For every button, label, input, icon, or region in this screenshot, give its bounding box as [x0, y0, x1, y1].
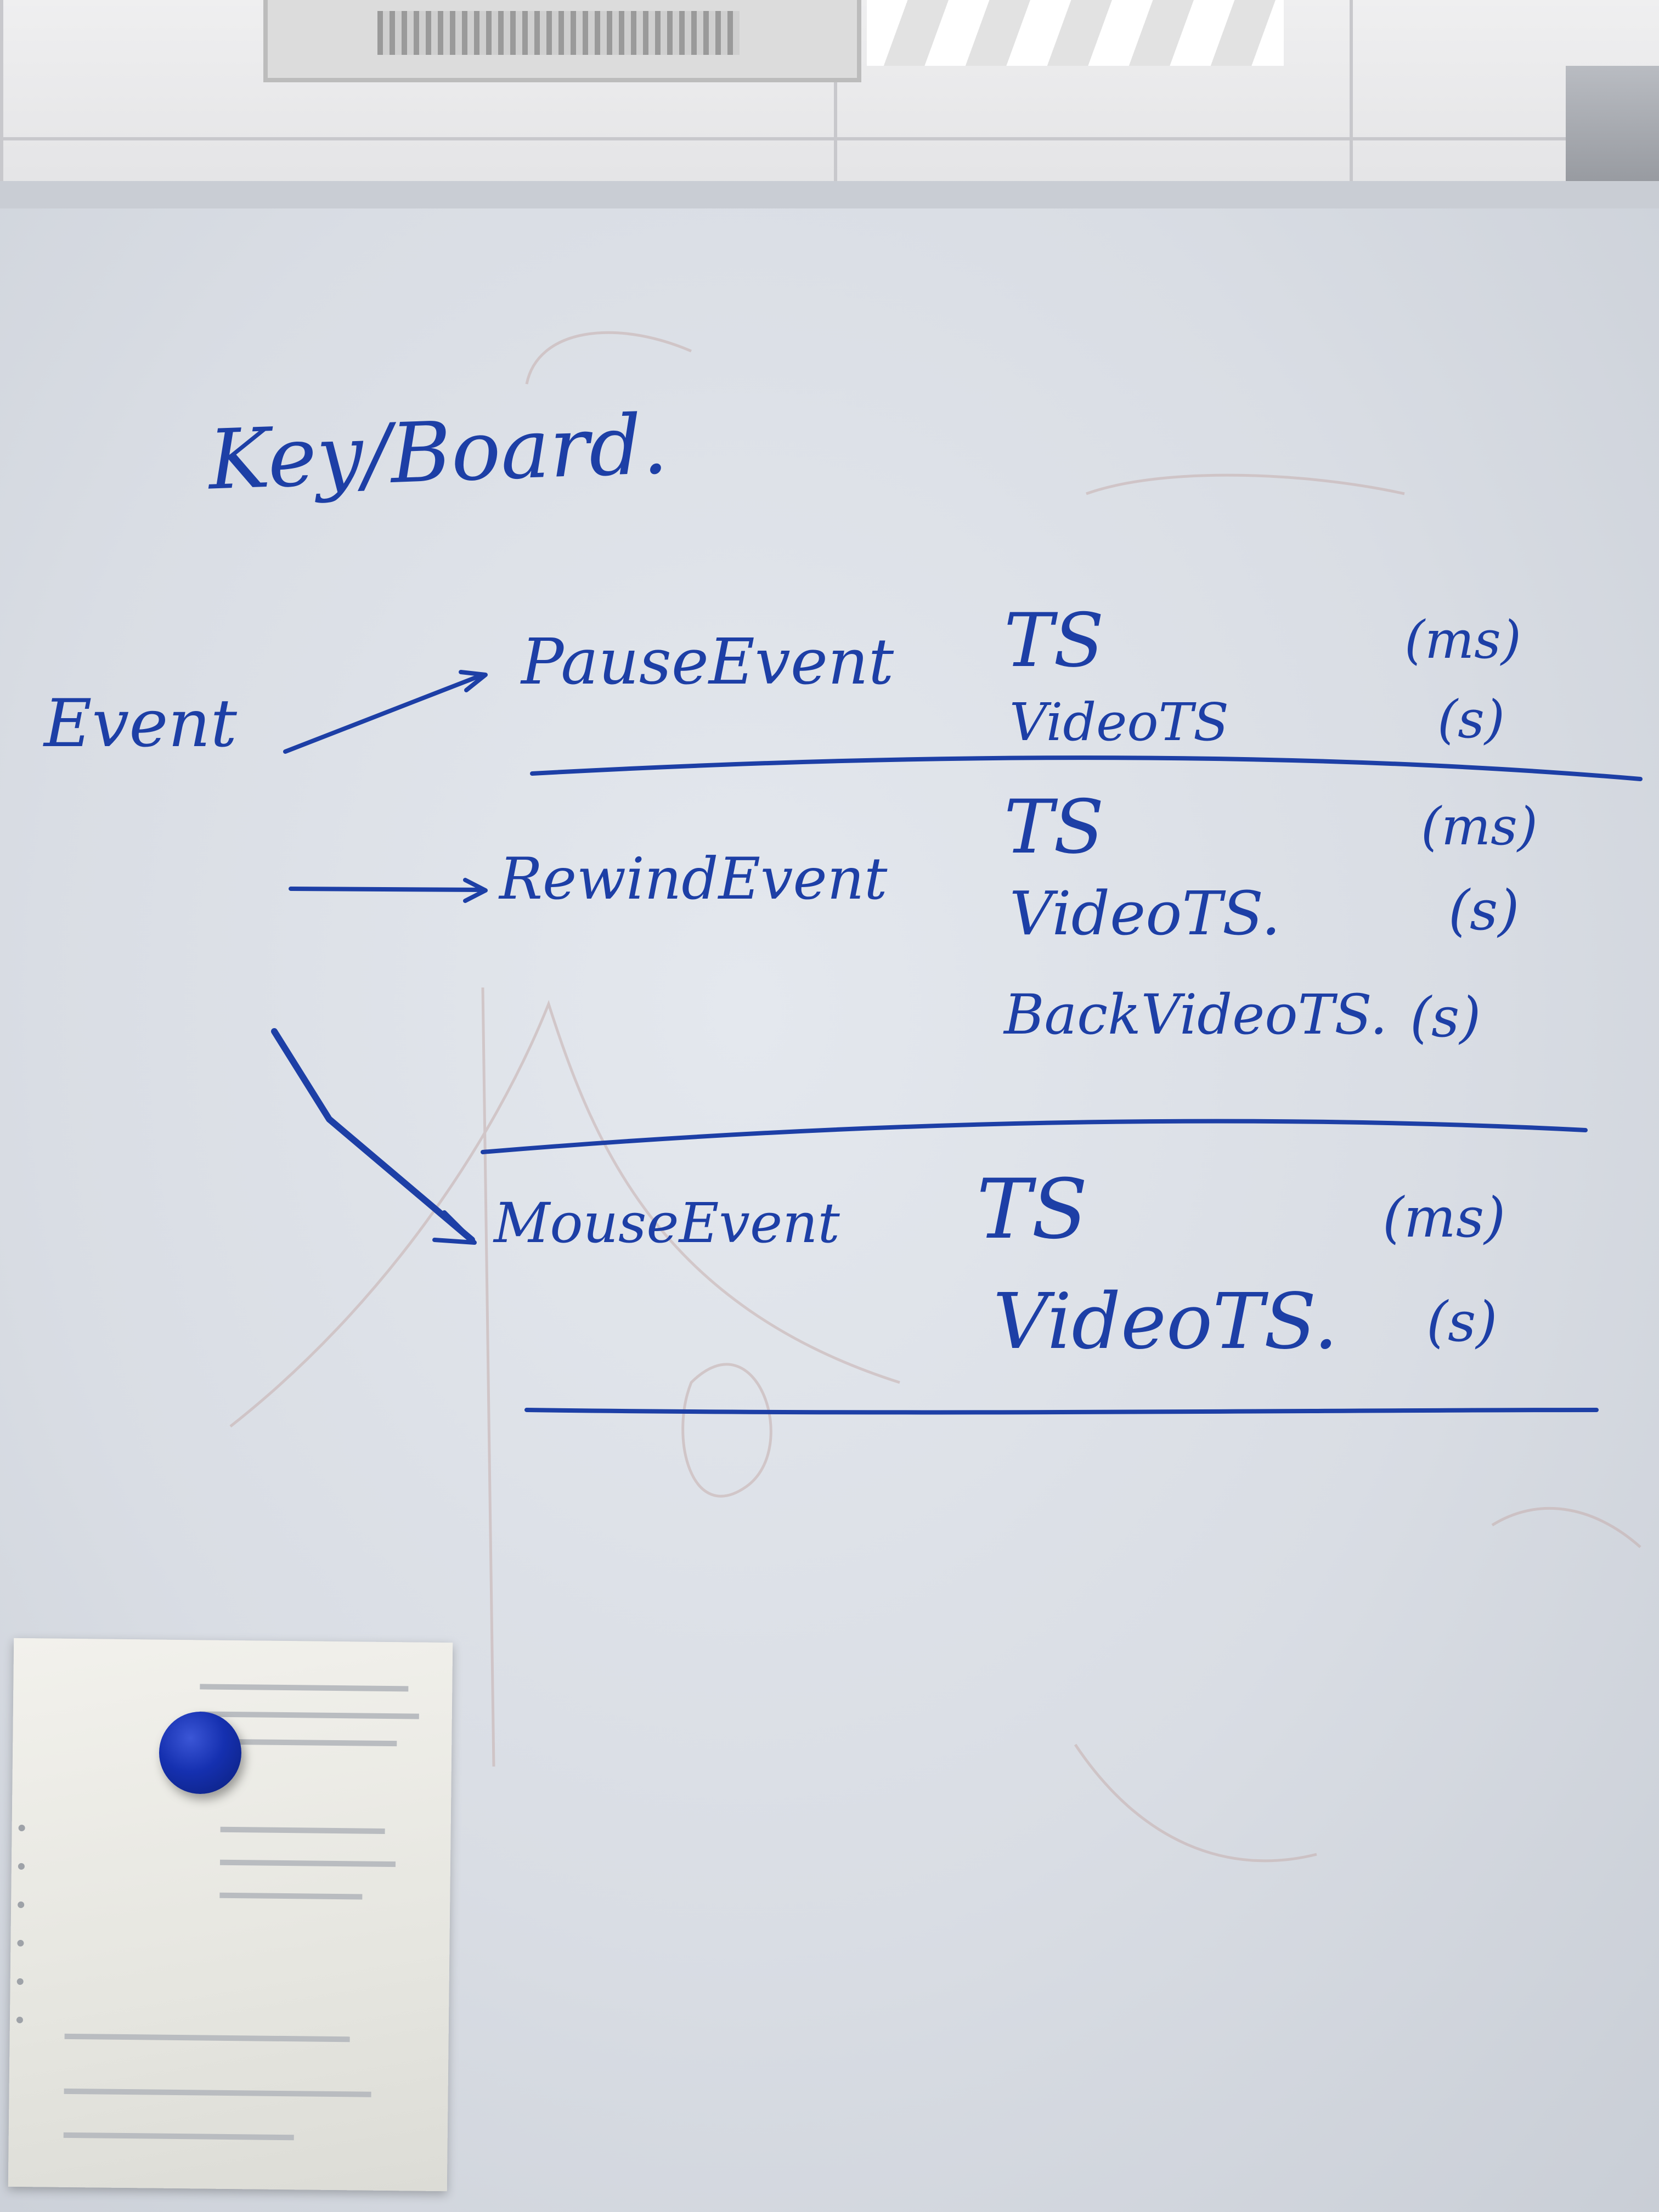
arrow-to-mouse-event: [271, 1028, 475, 1243]
pause-event-label: PauseEvent: [521, 625, 894, 699]
vent-grille: [377, 11, 740, 55]
perforation-hole: [18, 1863, 25, 1870]
arrow-head: [432, 1210, 477, 1245]
ceiling-tile-seam: [0, 0, 3, 192]
ghost-marks: [229, 331, 1641, 1863]
perforation-hole: [16, 1978, 24, 1985]
rewind-videots-unit: (s): [1448, 878, 1520, 943]
rewind-ts-field: TS: [1004, 784, 1104, 870]
pause-ts-field: TS: [1004, 597, 1104, 684]
pause-videots-field: VideoTS: [1009, 692, 1229, 753]
rewind-backvideots-field: BackVideoTS.: [1004, 983, 1387, 1047]
note-print-line: [200, 1684, 409, 1692]
note-print-line: [64, 2033, 350, 2042]
note-print-line: [220, 1826, 385, 1834]
ceiling-light: [867, 0, 1284, 66]
arrow-head: [459, 670, 488, 692]
whiteboard: Key/Board. Event PauseEvent TS (ms) Vide…: [0, 208, 1659, 2212]
ghost-mark: [1086, 473, 1405, 495]
perforation-hole: [18, 1901, 25, 1909]
ghost-mark: [1491, 1506, 1641, 1548]
note-print-line: [219, 1859, 396, 1867]
mouse-event-label: MouseEvent: [494, 1191, 840, 1255]
ghost-mark: [525, 331, 692, 385]
divider-line: [524, 1408, 1599, 1415]
ceiling-tile-seam: [0, 137, 1659, 140]
arrow-head: [463, 878, 488, 903]
ghost-mark: [481, 987, 495, 1767]
mouse-ts-field: TS: [977, 1162, 1088, 1257]
mouse-videots-field: VideoTS.: [993, 1277, 1338, 1367]
board-title: Key/Board.: [207, 397, 670, 509]
arrow-to-pause-event: [283, 673, 485, 754]
magnet-icon: [159, 1712, 241, 1794]
ceiling-tile-seam: [1350, 0, 1353, 192]
ghost-mark: [229, 1000, 900, 1427]
marker-lines: [271, 670, 1643, 1415]
divider-line: [530, 755, 1643, 781]
note-print-line: [64, 2088, 371, 2097]
rewind-backvideots-unit: (s): [1410, 985, 1481, 1049]
ghost-mark: [1074, 1743, 1317, 1863]
note-print-line: [219, 1892, 363, 1900]
note-print-line: [199, 1711, 419, 1719]
root-event-label: Event: [44, 686, 237, 762]
ceiling-tile-seam: [834, 0, 837, 192]
pinned-paper-note: [8, 1638, 453, 2192]
mouse-videots-unit: (s): [1426, 1290, 1498, 1354]
arrow-to-rewind-event: [289, 887, 485, 892]
mouse-ts-unit: (ms): [1383, 1186, 1506, 1250]
perforation-hole: [18, 1824, 25, 1832]
divider-line: [481, 1119, 1588, 1154]
pause-ts-unit: (ms): [1404, 610, 1521, 670]
perforation-hole: [16, 2016, 24, 2024]
air-conditioner-vent: [263, 0, 861, 82]
rewind-videots-field: VideoTS.: [1009, 878, 1281, 949]
pause-videots-unit: (s): [1437, 690, 1505, 750]
rewind-event-label: RewindEvent: [499, 845, 888, 912]
board-drawing: [229, 331, 1643, 1863]
ceiling: [0, 0, 1659, 219]
rewind-ts-unit: (ms): [1421, 797, 1538, 857]
perforation-hole: [17, 1939, 24, 1947]
ghost-mark: [681, 1363, 772, 1498]
note-print-line: [63, 2132, 294, 2141]
